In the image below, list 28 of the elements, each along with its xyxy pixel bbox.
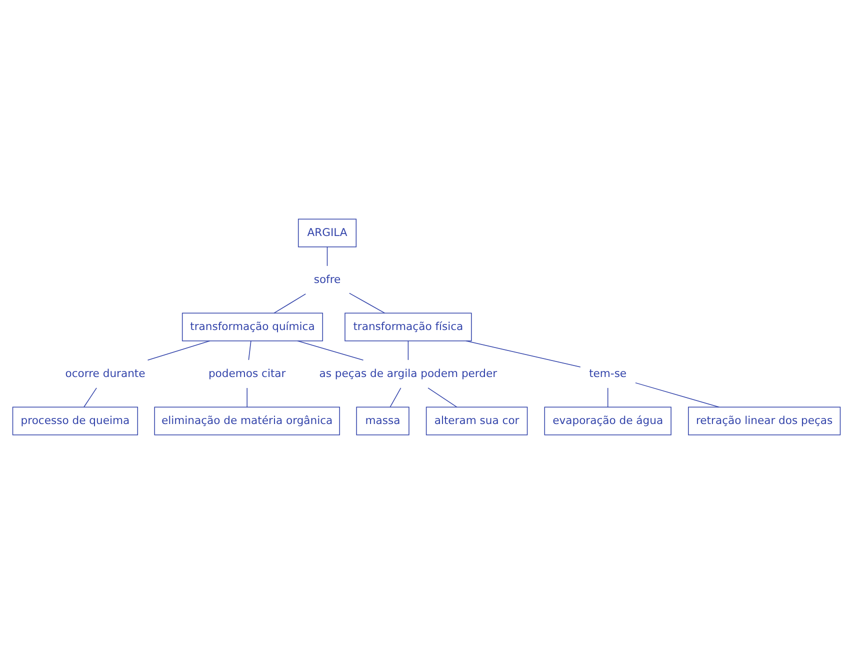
- node-box: ARGILA: [298, 218, 357, 247]
- connector: [348, 292, 386, 313]
- node-box: massa: [356, 406, 410, 435]
- connector: [326, 246, 328, 266]
- connector: [84, 387, 97, 407]
- node-box: evaporação de água: [544, 406, 672, 435]
- node-box: eliminação de matéria orgânica: [154, 406, 340, 435]
- node-text: sofre: [314, 272, 341, 286]
- connector: [297, 340, 364, 360]
- connector: [607, 387, 608, 407]
- node-box: alteram sua cor: [426, 406, 528, 435]
- connector: [246, 387, 248, 407]
- node-box: transformação física: [344, 312, 472, 341]
- connector: [147, 340, 210, 360]
- connector: [428, 387, 458, 408]
- connector: [466, 340, 581, 367]
- node-box: processo de queima: [12, 406, 138, 435]
- node-box: retração linear dos peças: [688, 406, 841, 435]
- connector: [635, 382, 720, 408]
- node-box: transformação química: [182, 312, 324, 341]
- node-text: podemos citar: [208, 366, 286, 380]
- connector: [274, 293, 306, 313]
- node-text: as peças de argila podem perder: [319, 366, 498, 380]
- connector: [390, 387, 402, 407]
- connector: [408, 340, 409, 360]
- node-text: tem-se: [589, 366, 627, 380]
- connector: [248, 340, 252, 360]
- node-text: ocorre durante: [65, 366, 146, 380]
